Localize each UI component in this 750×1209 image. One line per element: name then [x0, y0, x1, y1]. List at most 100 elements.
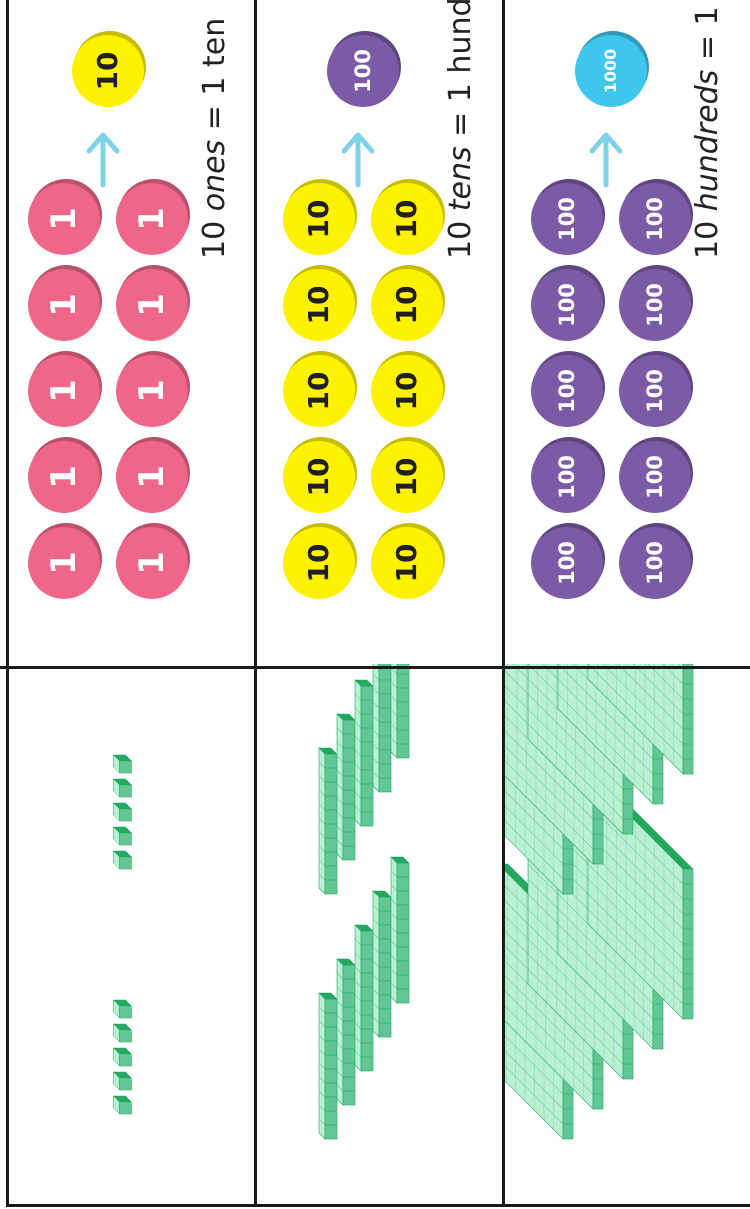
coin-value: 100	[557, 455, 578, 499]
coin-value: 10	[305, 544, 333, 583]
coin-hundreds-2: 100	[531, 441, 603, 513]
block-rod-6	[319, 748, 337, 894]
caption-suffix: = 1 ten	[197, 18, 232, 140]
result-coin-tens: 100	[327, 35, 399, 107]
coin-value: 1	[135, 551, 169, 575]
block-rod-5	[391, 857, 409, 1003]
coin-ones-7: 1	[116, 441, 188, 513]
coin-value: 1	[47, 207, 81, 231]
block-unit-cube-7	[114, 827, 132, 845]
coin-ones-10: 1	[116, 183, 188, 255]
caption-tens: 10 tens = 1 hundred	[443, 0, 478, 259]
coin-hundreds-3: 100	[531, 355, 603, 427]
coin-ones-3: 1	[28, 355, 100, 427]
coin-value: 10	[393, 286, 421, 325]
coin-value: 100	[557, 197, 578, 241]
block-unit-cube-6	[114, 851, 132, 869]
coin-ones-4: 1	[28, 269, 100, 341]
result-value: 1000	[603, 49, 619, 94]
coin-tens-3: 10	[283, 355, 355, 427]
row-divider-2	[502, 0, 505, 1207]
block-unit-cube-8	[114, 803, 132, 821]
coin-value: 100	[645, 283, 666, 327]
coin-tens-4: 10	[283, 269, 355, 341]
base-ten-blocks-ones	[0, 664, 255, 1209]
caption-suffix: = 1 hundred	[443, 0, 478, 146]
block-rod-1	[319, 993, 337, 1139]
coin-value: 10	[305, 372, 333, 411]
coin-value: 10	[393, 200, 421, 239]
coin-value: 10	[393, 544, 421, 583]
column-divider	[0, 666, 750, 669]
coin-value: 10	[393, 458, 421, 497]
coin-tens-8: 10	[371, 355, 443, 427]
caption-prefix: 10	[690, 211, 725, 259]
coin-value: 10	[305, 200, 333, 239]
block-unit-cube-2	[114, 1072, 132, 1090]
coin-tens-2: 10	[283, 441, 355, 513]
coin-value: 10	[305, 458, 333, 497]
block-unit-cube-9	[114, 779, 132, 797]
coin-value: 100	[645, 455, 666, 499]
block-unit-cube-3	[114, 1048, 132, 1066]
coin-hundreds-8: 100	[619, 355, 691, 427]
block-rod-10	[391, 664, 409, 758]
coin-value: 1	[47, 551, 81, 575]
block-rod-2	[337, 959, 355, 1105]
coin-tens-1: 10	[283, 527, 355, 599]
coin-hundreds-1: 100	[531, 527, 603, 599]
caption-unit: hundreds	[690, 70, 725, 212]
caption-prefix: 10	[197, 211, 232, 259]
block-rod-9	[373, 664, 391, 792]
coin-value: 1	[135, 207, 169, 231]
caption-unit: tens	[443, 146, 478, 211]
arrow-right-icon	[83, 129, 123, 189]
coin-tens-10: 10	[371, 183, 443, 255]
result-coin-ones: 10	[72, 35, 144, 107]
coin-value: 1	[47, 293, 81, 317]
block-unit-cube-1	[114, 1096, 132, 1114]
coin-tens-7: 10	[371, 441, 443, 513]
block-unit-cube-5	[114, 1000, 132, 1018]
coin-tens-6: 10	[371, 527, 443, 599]
coin-value: 100	[645, 197, 666, 241]
block-rod-4	[373, 891, 391, 1037]
caption-ones: 10 ones = 1 ten	[197, 18, 232, 259]
coin-hundreds-6: 100	[619, 527, 691, 599]
caption-prefix: 10	[443, 211, 478, 259]
result-coin-hundreds: 1000	[575, 35, 647, 107]
coin-ones-8: 1	[116, 355, 188, 427]
arrow-right-icon	[586, 129, 626, 189]
coin-value: 100	[645, 541, 666, 585]
coin-hundreds-9: 100	[619, 269, 691, 341]
block-rod-3	[355, 925, 373, 1071]
table-border-left	[6, 0, 9, 1206]
coin-value: 1	[135, 379, 169, 403]
coin-value: 10	[393, 372, 421, 411]
row-divider-1	[254, 0, 257, 1207]
coin-hundreds-7: 100	[619, 441, 691, 513]
coin-value: 1	[135, 293, 169, 317]
coin-value: 100	[557, 369, 578, 413]
coin-ones-6: 1	[116, 527, 188, 599]
coin-hundreds-4: 100	[531, 269, 603, 341]
coin-value: 10	[305, 286, 333, 325]
block-rod-7	[337, 714, 355, 860]
coin-ones-9: 1	[116, 269, 188, 341]
coin-ones-1: 1	[28, 527, 100, 599]
result-value: 10	[94, 52, 122, 91]
coin-value: 1	[135, 465, 169, 489]
base-ten-blocks-tens	[255, 664, 503, 1209]
coin-value: 1	[47, 379, 81, 403]
caption-suffix: = 1 thousand	[690, 0, 725, 70]
coin-value: 1	[47, 465, 81, 489]
coin-hundreds-5: 100	[531, 183, 603, 255]
block-unit-cube-4	[114, 1024, 132, 1042]
coin-tens-5: 10	[283, 183, 355, 255]
arrow-right-icon	[338, 129, 378, 189]
